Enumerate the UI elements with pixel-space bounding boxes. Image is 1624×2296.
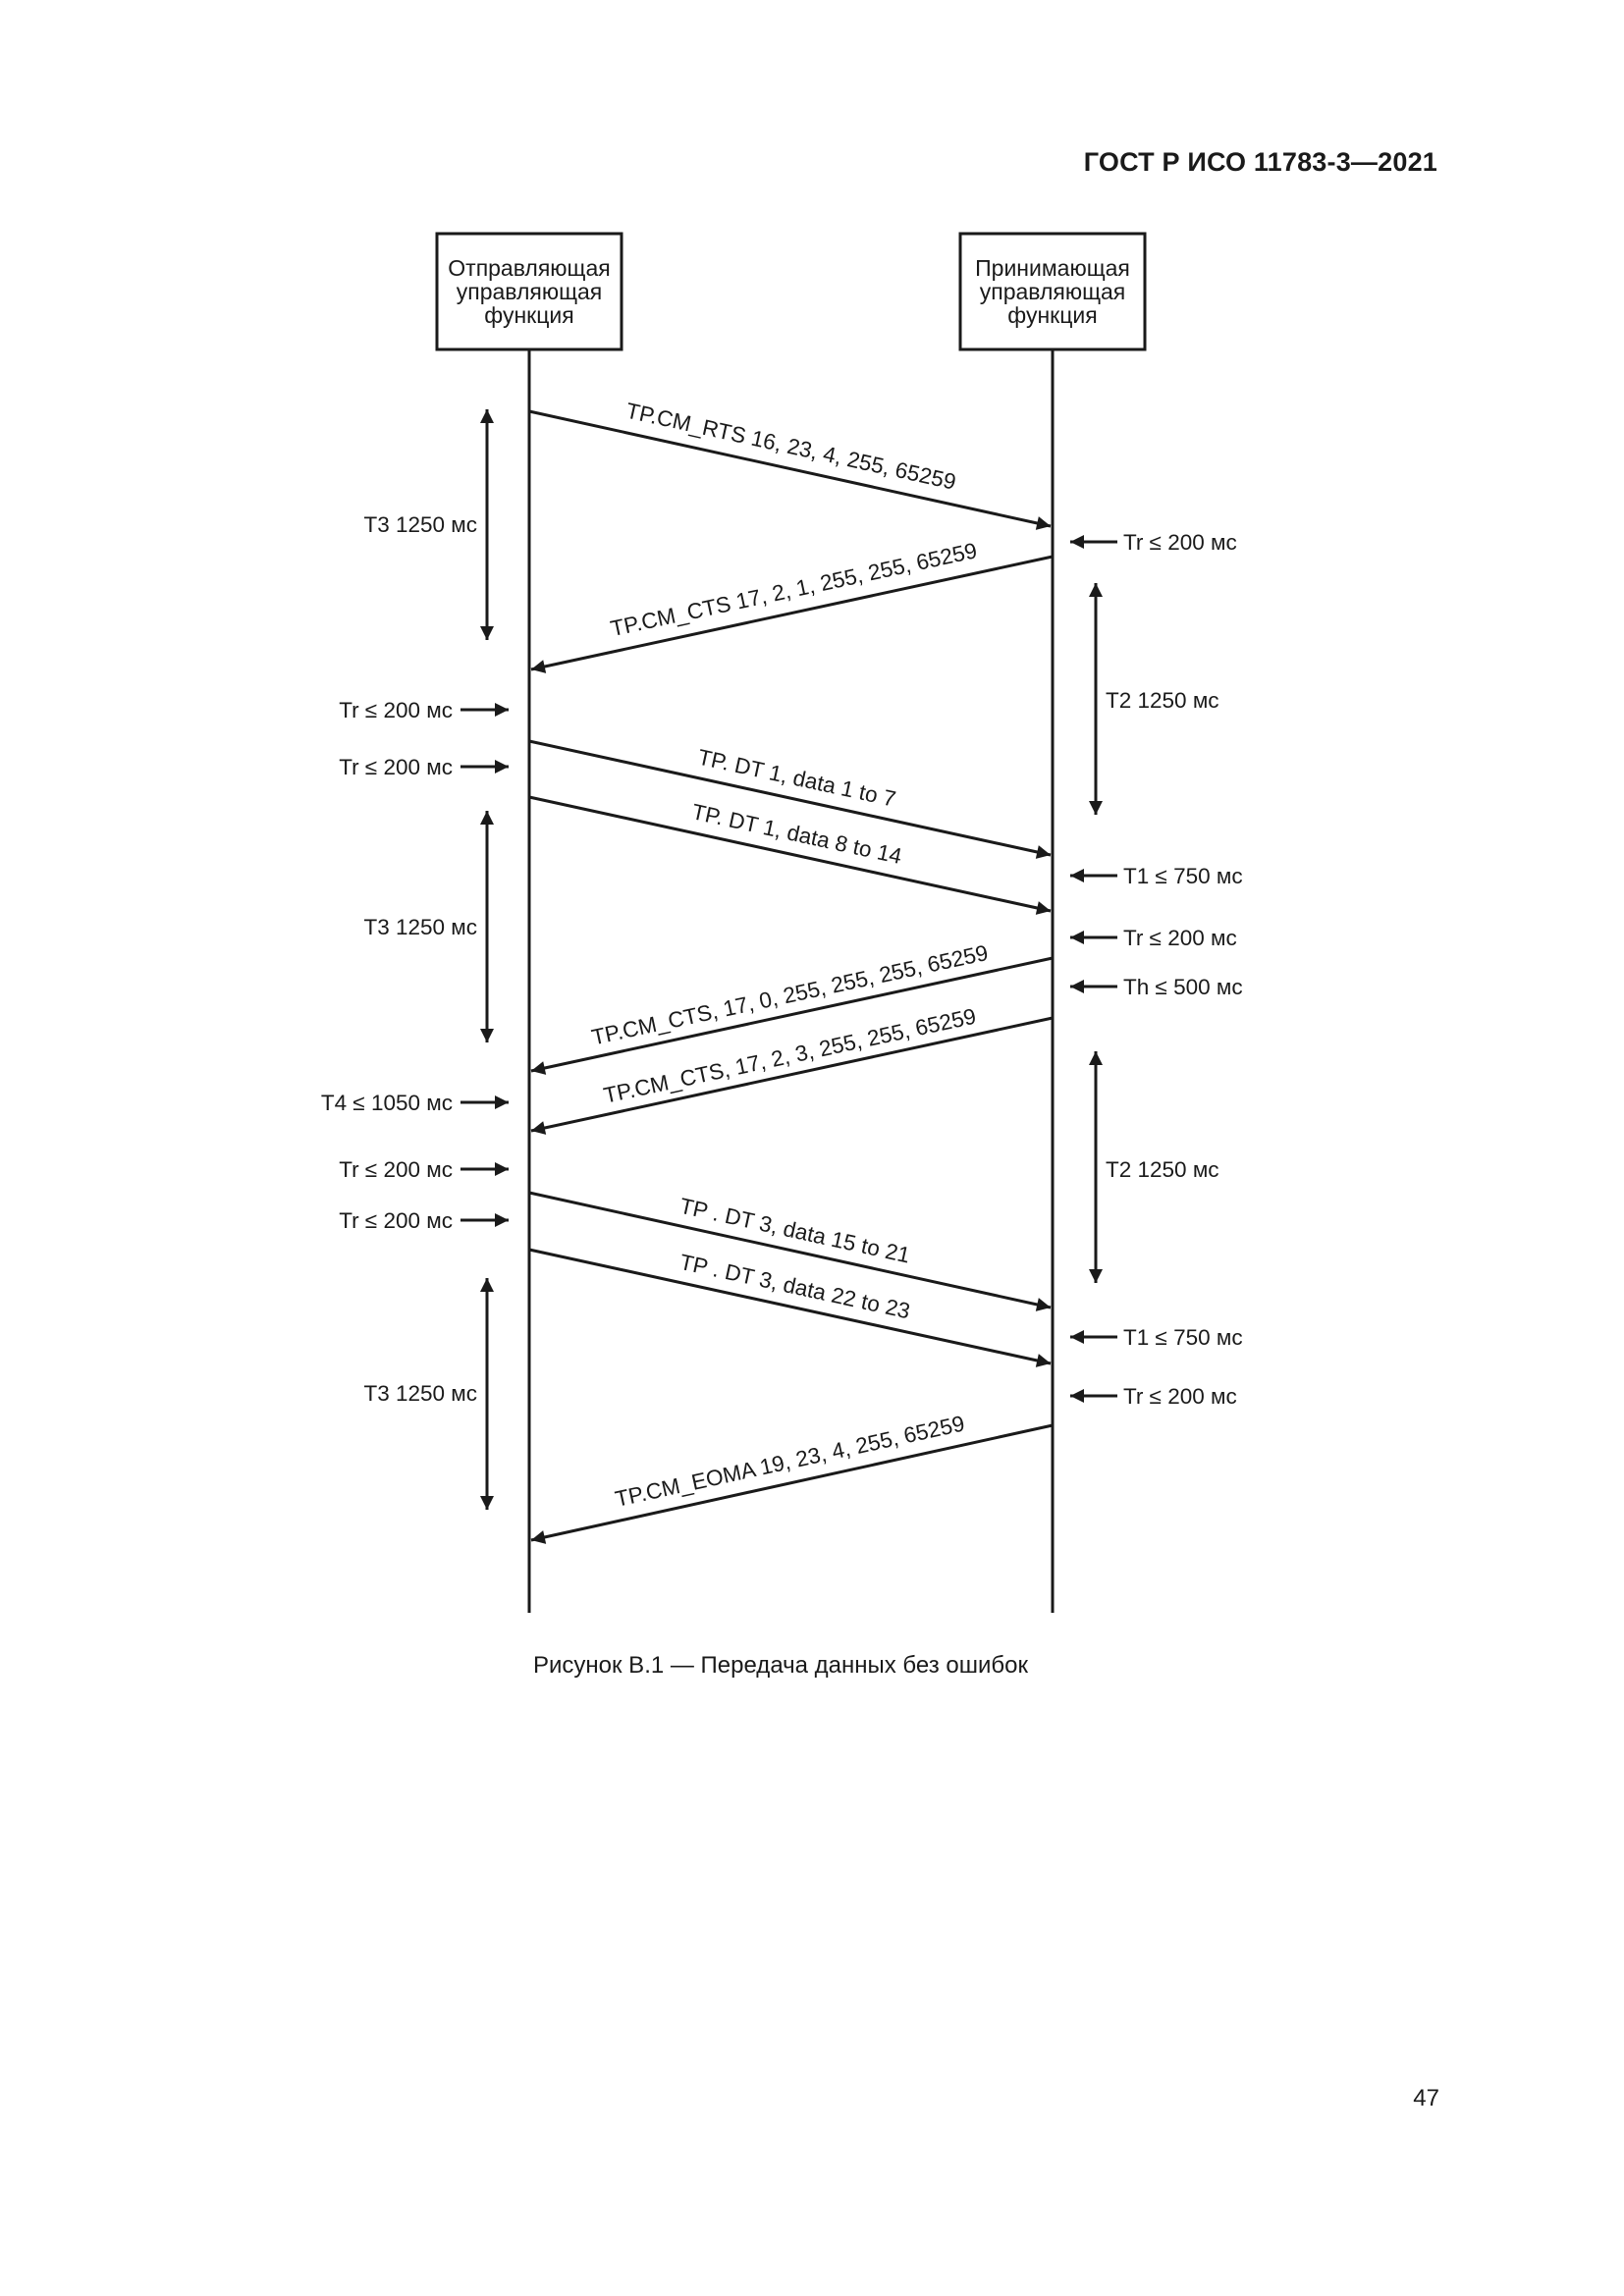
message-label: TP.CM_CTS 17, 2, 1, 255, 255, 65259 bbox=[609, 538, 980, 641]
message-arrow bbox=[530, 555, 1054, 673]
sender-label-line-1: Отправляющая bbox=[448, 255, 610, 281]
timer-label: Tr ≤ 200 мс bbox=[1123, 530, 1237, 555]
right-timer-6: Tr ≤ 200 мс bbox=[1070, 1384, 1237, 1409]
message-arrow bbox=[528, 795, 1052, 915]
timer-label: Tr ≤ 200 мс bbox=[1123, 1384, 1237, 1409]
timer-label: Tr ≤ 200 мс bbox=[339, 698, 453, 722]
right-timer-4: Th ≤ 500 мс bbox=[1070, 975, 1243, 999]
sender-label-line-2: управляющая bbox=[457, 279, 603, 304]
receiver-label-line-2: управляющая bbox=[980, 279, 1126, 304]
message-8: TP . DT 3, data 22 to 23 bbox=[528, 1248, 1052, 1367]
timer-label: T1 ≤ 750 мс bbox=[1123, 864, 1243, 888]
left-interval-2: T3 1250 мс bbox=[363, 811, 494, 1042]
receiver-label-line-1: Принимающая bbox=[975, 255, 1130, 281]
timer-label: Tr ≤ 200 мс bbox=[339, 1157, 453, 1182]
timer-label: Th ≤ 500 мс bbox=[1123, 975, 1243, 999]
left-interval-1: T3 1250 мс bbox=[363, 409, 494, 640]
interval-label: T2 1250 мс bbox=[1106, 1157, 1219, 1182]
receiver-box bbox=[958, 232, 1147, 351]
timer-label: Tr ≤ 200 мс bbox=[339, 1208, 453, 1233]
page-number: 47 bbox=[1413, 2085, 1439, 2111]
left-timer-3: T4 ≤ 1050 мс bbox=[321, 1091, 509, 1115]
timer-label: Tr ≤ 200 мс bbox=[1123, 926, 1237, 950]
receiver-participant: Принимающая управляющая функция bbox=[958, 232, 1147, 351]
sender-box bbox=[435, 232, 623, 351]
message-4: TP. DT 1, data 8 to 14 bbox=[528, 795, 1052, 915]
document-header: ГОСТ Р ИСО 11783-3—2021 bbox=[1083, 147, 1437, 177]
timer-label: T1 ≤ 750 мс bbox=[1123, 1325, 1243, 1350]
message-arrow bbox=[528, 739, 1052, 859]
right-timer-2: T1 ≤ 750 мс bbox=[1070, 864, 1243, 888]
receiver-label-line-3: функция bbox=[1007, 302, 1097, 328]
message-label: TP. DT 1, data 8 to 14 bbox=[689, 799, 903, 869]
timer-label: Tr ≤ 200 мс bbox=[339, 755, 453, 779]
interval-label: T3 1250 мс bbox=[363, 915, 477, 939]
message-2: TP.CM_CTS 17, 2, 1, 255, 255, 65259 bbox=[530, 538, 1054, 673]
right-interval-2: T2 1250 мс bbox=[1089, 1051, 1219, 1283]
message-label: TP. DT 1, data 1 to 7 bbox=[696, 745, 898, 812]
message-9: TP.CM_EOMA 19, 23, 4, 255, 65259 bbox=[530, 1411, 1054, 1544]
message-label: TP.CM_RTS 16, 23, 4, 255, 65259 bbox=[623, 399, 958, 495]
left-timer-2: Tr ≤ 200 мс bbox=[339, 755, 509, 779]
figure-caption: Рисунок В.1 — Передача данных без ошибок bbox=[533, 1652, 1028, 1679]
right-timer-5: T1 ≤ 750 мс bbox=[1070, 1325, 1243, 1350]
interval-label: T3 1250 мс bbox=[363, 1381, 477, 1406]
sender-label-line-3: функция bbox=[484, 302, 573, 328]
right-timer-3: Tr ≤ 200 мс bbox=[1070, 926, 1237, 950]
interval-label: T3 1250 мс bbox=[363, 512, 477, 537]
message-arrow bbox=[530, 1016, 1054, 1135]
message-1: TP.CM_RTS 16, 23, 4, 255, 65259 bbox=[528, 399, 1052, 530]
right-interval-1: T2 1250 мс bbox=[1089, 583, 1219, 815]
left-timer-1: Tr ≤ 200 мс bbox=[339, 698, 509, 722]
left-timer-5: Tr ≤ 200 мс bbox=[339, 1208, 509, 1233]
message-label: TP.CM_EOMA 19, 23, 4, 255, 65259 bbox=[613, 1411, 966, 1511]
timer-label: T4 ≤ 1050 мс bbox=[321, 1091, 453, 1115]
message-arrow bbox=[528, 1191, 1052, 1311]
message-arrow bbox=[528, 409, 1052, 530]
message-arrow bbox=[530, 956, 1054, 1075]
left-timer-4: Tr ≤ 200 мс bbox=[339, 1157, 509, 1182]
message-arrow bbox=[530, 1423, 1054, 1544]
right-timer-1: Tr ≤ 200 мс bbox=[1070, 530, 1237, 555]
interval-label: T2 1250 мс bbox=[1106, 688, 1219, 713]
message-arrow bbox=[528, 1248, 1052, 1367]
left-interval-3: T3 1250 мс bbox=[363, 1278, 494, 1510]
sender-participant: Отправляющая управляющая функция bbox=[435, 232, 623, 351]
